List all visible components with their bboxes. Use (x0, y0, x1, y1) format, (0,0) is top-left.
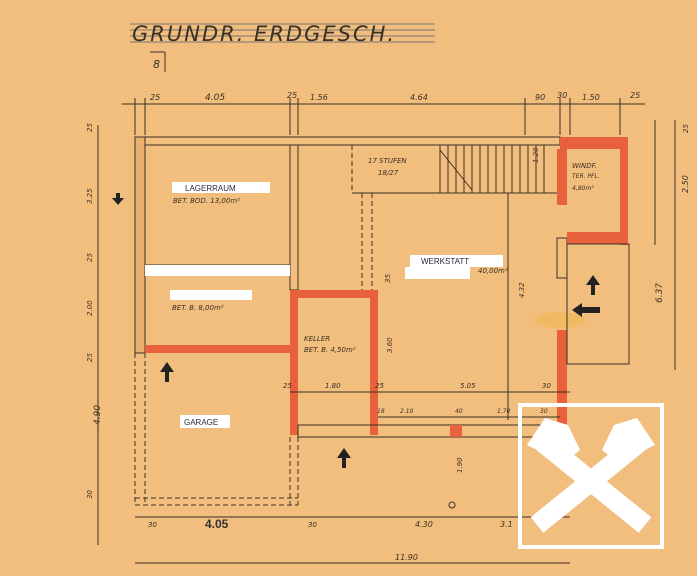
label-mask (170, 290, 252, 300)
svg-text:4.90: 4.90 (93, 405, 103, 425)
svg-text:25: 25 (287, 91, 297, 100)
svg-text:30: 30 (540, 408, 548, 415)
entrance-arrow-icon (112, 193, 600, 468)
svg-text:30: 30 (557, 91, 567, 100)
svg-text:40,00m²: 40,00m² (478, 267, 508, 275)
svg-text:LAGERRAUM: LAGERRAUM (185, 184, 236, 193)
svg-text:25: 25 (682, 124, 690, 133)
svg-text:3.25: 3.25 (86, 188, 94, 204)
svg-text:TER. PFL.: TER. PFL. (572, 173, 600, 180)
room-garage: GARAGE (180, 415, 230, 428)
room-lagerraum: LAGERRAUM BET. BOD. 13,00m² (172, 182, 270, 205)
svg-text:3.1: 3.1 (500, 520, 513, 529)
svg-text:18: 18 (377, 408, 385, 415)
svg-text:4,80m²: 4,80m² (572, 185, 594, 192)
room-werkstatt: WERKSTATT 40,00m² (405, 255, 508, 279)
svg-text:1.80: 1.80 (325, 382, 341, 390)
sheet-mark: 8 (150, 51, 166, 72)
room-lager2-area: BET. B. 8,00m² (172, 304, 224, 312)
svg-text:18/27: 18/27 (378, 169, 399, 177)
room-keller: KELLER BET. B. 4,50m² (304, 335, 356, 354)
svg-text:6.37: 6.37 (655, 283, 665, 303)
svg-text:WINDF.: WINDF. (572, 162, 597, 170)
svg-text:1.20: 1.20 (532, 147, 540, 163)
svg-text:BET. BOD. 13,00m²: BET. BOD. 13,00m² (173, 197, 240, 205)
svg-text:2.10: 2.10 (400, 408, 414, 415)
right-dimensions: 25 2.50 6.37 (654, 120, 690, 370)
svg-text:GARAGE: GARAGE (184, 418, 218, 427)
svg-text:2.00: 2.00 (86, 300, 94, 316)
svg-text:KELLER: KELLER (304, 335, 330, 343)
svg-text:4.05: 4.05 (205, 93, 225, 103)
svg-text:25: 25 (630, 91, 640, 100)
svg-text:17 STUFEN: 17 STUFEN (368, 157, 407, 165)
logo-watermark (518, 403, 664, 549)
svg-text:5.05: 5.05 (460, 382, 476, 390)
svg-text:2.50: 2.50 (681, 175, 690, 193)
svg-text:90: 90 (535, 93, 545, 102)
left-dimensions: 25 3.25 25 2.00 25 4.90 30 (86, 123, 103, 545)
inner-dimensions: 35 3.60 4.32 1.20 1.90 25 1.80 25 5.05 3… (283, 147, 570, 509)
svg-text:30: 30 (308, 521, 317, 529)
svg-text:25: 25 (86, 353, 94, 362)
svg-text:25: 25 (283, 382, 292, 390)
svg-text:1.56: 1.56 (310, 93, 328, 102)
svg-text:1.70: 1.70 (497, 408, 511, 415)
svg-text:3.60: 3.60 (386, 337, 394, 353)
svg-text:1.50: 1.50 (582, 93, 600, 102)
svg-text:4.05: 4.05 (205, 517, 229, 531)
svg-text:25: 25 (86, 123, 94, 132)
svg-text:11.90: 11.90 (395, 553, 418, 562)
svg-text:BET. B. 4,50m²: BET. B. 4,50m² (304, 346, 356, 354)
title: GRUNDR. ERDGESCH. (130, 22, 435, 46)
svg-text:4.30: 4.30 (415, 520, 433, 529)
svg-text:30: 30 (542, 382, 551, 390)
top-dimensions: 25 4.05 25 1.56 4.64 90 30 1.50 25 (122, 91, 645, 135)
staircase: 17 STUFEN 18/27 (351, 145, 557, 194)
svg-text:GRUNDR. ERDGESCH.: GRUNDR. ERDGESCH. (132, 22, 396, 46)
svg-text:4.64: 4.64 (410, 93, 428, 102)
svg-text:4.32: 4.32 (518, 282, 526, 298)
bottom-dimensions: 30 4.05 30 4.30 3.1 11.90 (135, 516, 570, 564)
svg-text:25: 25 (86, 253, 94, 262)
svg-text:30: 30 (148, 521, 157, 529)
svg-text:35: 35 (384, 274, 392, 283)
svg-text:25: 25 (150, 93, 160, 102)
garage-outline (134, 353, 299, 506)
label-mask (145, 265, 290, 276)
svg-text:30: 30 (86, 490, 94, 499)
svg-text:8: 8 (153, 58, 160, 71)
room-windfang: WINDF. TER. PFL. 4,80m² (572, 162, 600, 192)
svg-text:40: 40 (455, 408, 463, 415)
svg-text:25: 25 (375, 382, 384, 390)
svg-text:WERKSTATT: WERKSTATT (421, 257, 469, 266)
svg-text:1.90: 1.90 (456, 457, 464, 473)
